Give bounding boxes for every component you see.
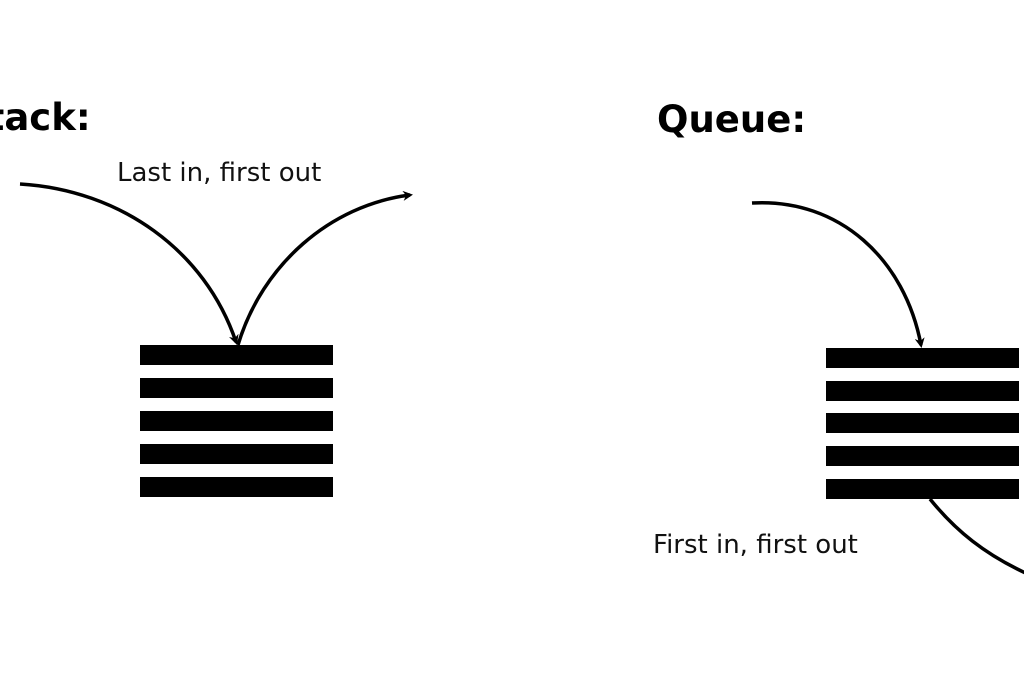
queue-diagram	[751, 201, 1024, 575]
queue-enqueue-arrow-icon	[751, 201, 925, 348]
stack-item	[140, 444, 333, 464]
stack-item	[140, 477, 333, 497]
stack-item	[140, 378, 333, 398]
stack-diagram	[19, 182, 413, 497]
queue-caption: First in, first out	[653, 530, 858, 560]
queue-item	[826, 479, 1019, 499]
queue-title: Queue:	[657, 98, 807, 141]
stack-items	[140, 345, 333, 497]
stack-push-arrow-icon	[19, 182, 239, 345]
queue-item	[826, 348, 1019, 368]
queue-item	[826, 381, 1019, 401]
queue-item	[826, 446, 1019, 466]
queue-items	[826, 348, 1019, 499]
stack-item	[140, 411, 333, 431]
stack-item	[140, 345, 333, 365]
queue-item	[826, 413, 1019, 433]
stack-pop-arrow-icon	[236, 190, 413, 346]
stack-caption: Last in, first out	[117, 158, 322, 188]
stack-title: Stack:	[0, 96, 91, 139]
queue-dequeue-arrow-icon	[928, 497, 1024, 575]
